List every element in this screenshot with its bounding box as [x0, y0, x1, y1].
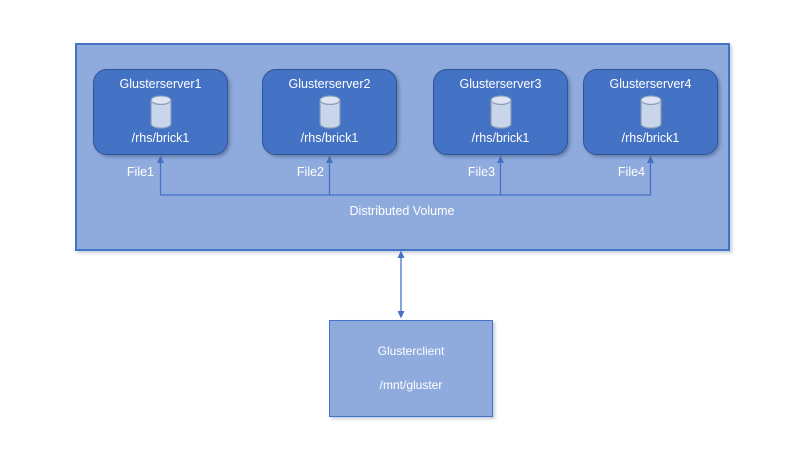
brick-path-label: /rhs/brick1	[621, 131, 680, 145]
file3-label: File3	[467, 165, 495, 179]
server-name: Glusterserver1	[119, 77, 202, 91]
file1-label: File1	[126, 165, 154, 179]
client-link-bottom-arrowhead-icon	[397, 311, 405, 319]
file4-label: File4	[617, 165, 645, 179]
client-mount-path: /mnt/gluster	[379, 378, 443, 392]
client-node-glusterclient: Glusterclient /mnt/gluster	[329, 320, 493, 417]
brick-path-label: /rhs/brick1	[300, 131, 359, 145]
distributed-volume-title: Distributed Volume	[349, 204, 455, 218]
database-cylinder-icon	[149, 95, 172, 129]
file2-label: File2	[296, 165, 324, 179]
server-node-glusterserver4: Glusterserver4 /rhs/brick1	[583, 69, 718, 155]
server-name: Glusterserver4	[609, 77, 692, 91]
brick-path-label: /rhs/brick1	[471, 131, 530, 145]
brick-path-label: /rhs/brick1	[131, 131, 190, 145]
database-cylinder-icon	[318, 95, 341, 129]
client-name: Glusterclient	[377, 344, 445, 358]
database-cylinder-icon	[489, 95, 512, 129]
database-cylinder-icon	[639, 95, 662, 129]
server-name: Glusterserver2	[288, 77, 371, 91]
server-node-glusterserver3: Glusterserver3 /rhs/brick1	[433, 69, 568, 155]
client-link-top-arrowhead-icon	[397, 250, 405, 258]
server-node-glusterserver1: Glusterserver1 /rhs/brick1	[93, 69, 228, 155]
server-node-glusterserver2: Glusterserver2 /rhs/brick1	[262, 69, 397, 155]
server-name: Glusterserver3	[459, 77, 542, 91]
